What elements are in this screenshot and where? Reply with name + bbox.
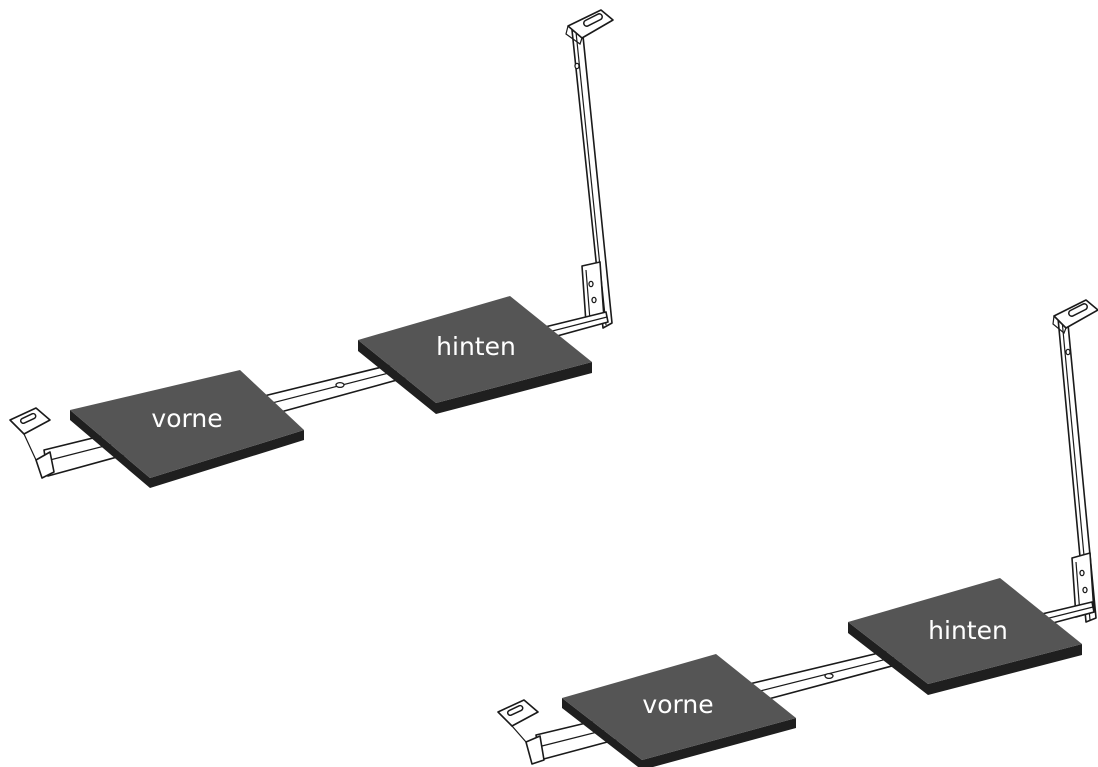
assembly-2-upright-arm [1052,299,1098,623]
assembly-1-rear-label: hinten [436,332,516,361]
assembly-2-front-pad: vorne [562,654,796,767]
assembly-1-front-pad: vorne [70,370,304,488]
assembly-1-rear-pad: hinten [358,296,592,414]
assembly-1-front-label: vorne [151,404,222,433]
assembly-1-upright-arm [565,9,614,329]
assembly-2-front-label: vorne [642,690,713,719]
assembly-1: vorne hinten [9,9,614,488]
assembly-2-rear-label: hinten [928,616,1008,645]
assembly-2-rear-pad: hinten [848,578,1082,695]
assembly-2: vorne hinten [497,299,1098,767]
